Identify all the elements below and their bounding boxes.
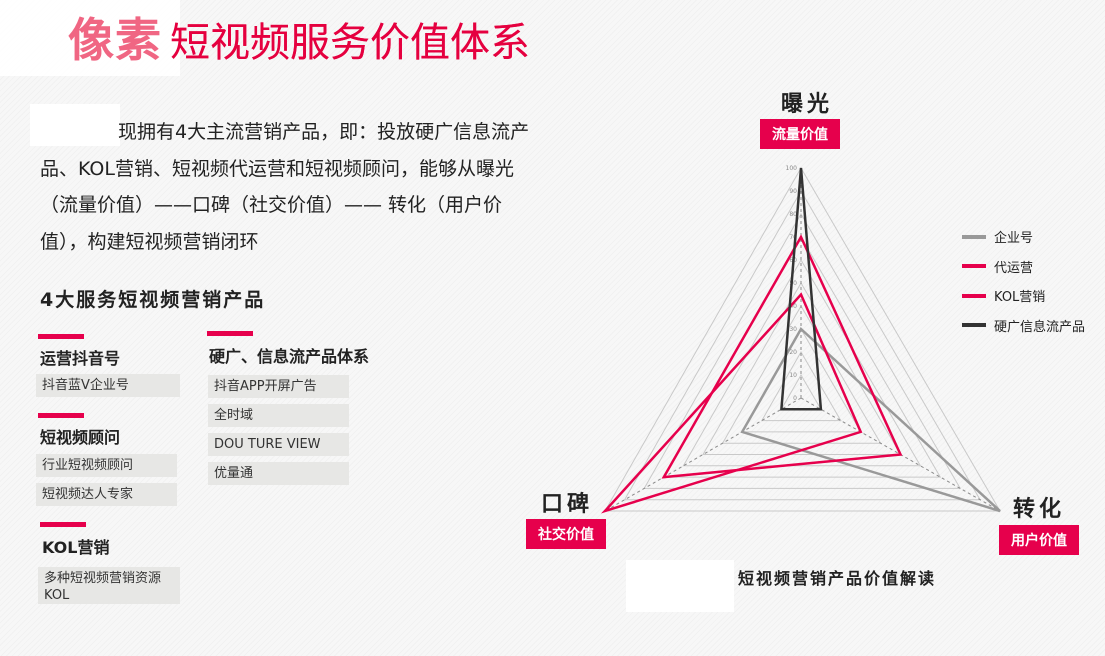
legend-item: 硬广信息流产品	[962, 311, 1085, 341]
axis-tag-traffic-value: 流量价值	[760, 119, 840, 149]
series-polygon	[661, 234, 903, 479]
category-tag: 行业短视频顾问	[36, 454, 177, 477]
legend-swatch	[962, 234, 986, 239]
tick-label: 80	[789, 211, 797, 218]
category-tag: 优量通	[208, 462, 349, 485]
grid-ring	[702, 281, 902, 455]
grid-ring	[780, 373, 822, 410]
grid-ring	[682, 258, 922, 467]
axis-spoke	[604, 397, 802, 512]
category-title-consultant: 短视频顾问	[40, 428, 121, 447]
grid-ring	[643, 212, 962, 489]
blank-patch-caption	[626, 560, 734, 612]
tick-label: 70	[789, 234, 797, 241]
axis-tag-user-value: 用户价值	[999, 525, 1079, 555]
legend-label: 代运营	[994, 260, 1034, 276]
category-title-operation: 运营抖音号	[40, 349, 121, 368]
category-tag: 全时域	[208, 404, 349, 427]
tick-label: 50	[789, 280, 797, 287]
grid-ring	[760, 350, 842, 422]
legend-swatch	[962, 293, 986, 298]
title-text-overlay: 短视频服务价值体系	[170, 20, 530, 66]
legend-label: 硬广信息流产品	[994, 319, 1086, 335]
intro-paragraph: 现拥有4大主流营销产品，即：投放硬广信息流产品、KOL营销、短视频代运营和短视频…	[40, 121, 530, 253]
category-tag: 多种短视频营销资源KOL	[38, 567, 180, 604]
title-text: 短视频服务价值体系	[170, 20, 530, 66]
blank-patch-intro	[30, 104, 120, 146]
legend-item: 企业号	[962, 222, 1085, 252]
tick-label: 20	[789, 349, 797, 356]
legend-item: KOL营销	[962, 281, 1085, 311]
grid-ring	[721, 304, 882, 444]
category-accent-bar	[207, 331, 253, 336]
grid-ring	[662, 235, 942, 478]
tick-label: 0	[793, 395, 797, 402]
tick-label: 30	[789, 326, 797, 333]
tick-label: 90	[789, 188, 797, 195]
legend-swatch	[962, 323, 986, 328]
legend-label: KOL营销	[994, 290, 1046, 306]
series-polygon	[780, 167, 823, 411]
legend-label: 企业号	[994, 231, 1034, 247]
category-accent-bar	[38, 334, 84, 339]
chart-title: 短视频营销产品价值解读	[738, 569, 937, 588]
category-tag: 短视频达人专家	[36, 483, 177, 506]
axis-name-exposure: 曝光	[781, 92, 834, 117]
grid-ring	[623, 189, 981, 501]
tick-label: 40	[789, 303, 797, 310]
page-title-overlay: 像素短视频服务价值体系	[68, 4, 530, 70]
title-brand-overlay: 像素	[68, 13, 162, 67]
tick-label: 100	[786, 165, 798, 172]
tick-label: 10	[789, 372, 797, 379]
legend-item: 代运营	[962, 252, 1085, 282]
series-polygon	[601, 292, 863, 514]
series-polygon	[740, 327, 1001, 513]
category-title-ads: 硬广、信息流产品体系	[209, 347, 370, 366]
blank-patch-title	[0, 0, 180, 76]
axis-name-reputation: 口碑	[541, 492, 594, 517]
grid-ring	[741, 327, 862, 433]
chart-legend: 企业号 代运营 KOL营销 硬广信息流产品	[962, 222, 1085, 340]
grid-ring	[604, 166, 1001, 512]
category-tag: 抖音APP开屏广告	[208, 375, 349, 398]
category-tag: 抖音蓝V企业号	[36, 374, 180, 397]
legend-swatch	[962, 264, 986, 269]
axis-tag-social-value: 社交价值	[526, 519, 606, 549]
category-tag: DOU TURE VIEW	[208, 433, 349, 456]
category-title-kol: KOL营销	[42, 538, 110, 557]
category-accent-bar	[40, 522, 86, 527]
axis-name-conversion: 转化	[1013, 497, 1066, 522]
category-accent-bar	[38, 413, 84, 418]
section-heading: 4大服务短视频营销产品	[40, 289, 266, 311]
